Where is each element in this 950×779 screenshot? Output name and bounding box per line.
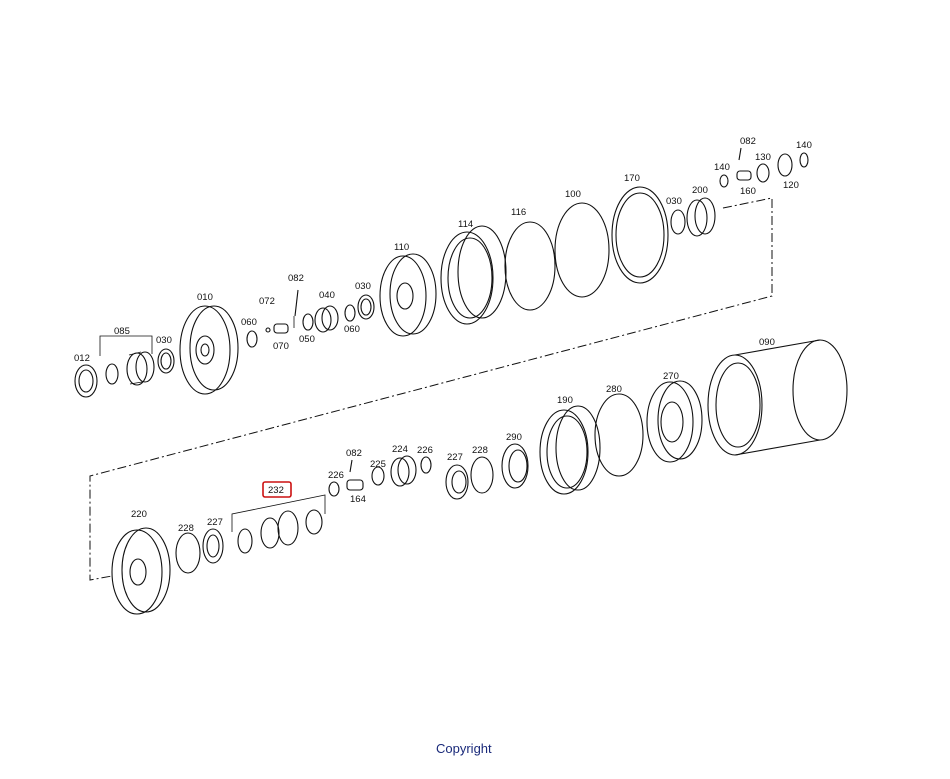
part-030-b[interactable] [357, 294, 375, 320]
label-030: 030 [355, 281, 371, 292]
part-labels: 012 085 030 010 060 072 070 082 050 040 … [74, 136, 812, 534]
part-060-a[interactable] [246, 330, 258, 348]
part-085[interactable] [105, 351, 155, 386]
part-082-c[interactable] [349, 459, 353, 473]
label-164: 164 [350, 494, 366, 505]
label-160: 160 [740, 186, 756, 197]
part-082-b[interactable] [738, 147, 742, 161]
part-200[interactable] [686, 197, 716, 237]
part-170[interactable] [611, 186, 669, 284]
label-085: 085 [114, 326, 130, 337]
label-060: 060 [344, 324, 360, 335]
label-120: 120 [783, 180, 799, 191]
part-220[interactable] [111, 527, 171, 615]
label-190: 190 [557, 395, 573, 406]
part-050[interactable] [302, 313, 314, 331]
label-090: 090 [759, 337, 775, 348]
label-082: 082 [740, 136, 756, 147]
label-030: 030 [156, 335, 172, 346]
copyright-link[interactable]: Copyright [436, 741, 492, 756]
part-030-c[interactable] [670, 209, 686, 235]
label-012: 012 [74, 353, 90, 364]
part-120[interactable] [777, 153, 793, 177]
part-227-a[interactable] [202, 528, 224, 564]
part-140-b[interactable] [799, 152, 809, 168]
part-226-b[interactable] [420, 456, 432, 474]
part-224[interactable] [390, 455, 417, 487]
part-228-b[interactable] [470, 456, 494, 494]
part-226-a[interactable] [328, 481, 340, 497]
label-227: 227 [207, 517, 223, 528]
label-228: 228 [178, 523, 194, 534]
part-227-b[interactable] [445, 464, 469, 500]
part-164[interactable] [346, 479, 364, 491]
part-110[interactable] [379, 253, 437, 337]
part-140-a[interactable] [719, 174, 729, 188]
label-010: 010 [197, 292, 213, 303]
part-060-b[interactable] [344, 304, 356, 322]
label-114: 114 [458, 219, 473, 230]
part-232[interactable] [237, 509, 323, 554]
part-070[interactable] [273, 323, 289, 334]
label-290: 290 [506, 432, 522, 443]
label-200: 200 [692, 185, 708, 196]
part-040[interactable] [314, 305, 339, 333]
label-226: 226 [417, 445, 433, 456]
label-226: 226 [328, 470, 344, 481]
part-116[interactable] [504, 221, 556, 311]
part-225[interactable] [371, 466, 385, 486]
part-190[interactable] [539, 405, 601, 495]
part-030-a[interactable] [157, 348, 175, 374]
label-072: 072 [259, 296, 275, 307]
label-082: 082 [288, 273, 304, 284]
label-060: 060 [241, 317, 257, 328]
label-232[interactable]: 232 [268, 485, 284, 496]
part-280[interactable] [594, 393, 644, 477]
label-280: 280 [606, 384, 622, 395]
label-130: 130 [755, 152, 771, 163]
label-225: 225 [370, 459, 386, 470]
label-170: 170 [624, 173, 640, 184]
part-012[interactable] [74, 364, 98, 398]
label-082: 082 [346, 448, 362, 459]
label-100: 100 [565, 189, 581, 200]
part-114[interactable] [440, 225, 507, 325]
label-040: 040 [319, 290, 335, 301]
part-160[interactable] [736, 170, 752, 181]
label-140: 140 [714, 162, 730, 173]
part-130[interactable] [756, 163, 770, 183]
label-270: 270 [663, 371, 679, 382]
label-140: 140 [796, 140, 812, 151]
label-228: 228 [472, 445, 488, 456]
part-082-a[interactable] [293, 289, 299, 328]
label-227: 227 [447, 452, 463, 463]
label-030: 030 [666, 196, 682, 207]
assembly-connector-line [89, 197, 773, 581]
label-224: 224 [392, 444, 408, 455]
part-270[interactable] [646, 380, 703, 463]
label-050: 050 [299, 334, 315, 345]
label-116: 116 [511, 207, 526, 218]
part-010[interactable] [179, 305, 239, 395]
label-220: 220 [131, 509, 147, 520]
part-090[interactable] [707, 339, 848, 456]
label-070: 070 [273, 341, 289, 352]
part-290[interactable] [501, 443, 529, 489]
label-110: 110 [394, 242, 409, 253]
highlight-box-232 [262, 481, 292, 498]
part-228-a[interactable] [175, 532, 201, 574]
part-072[interactable] [265, 327, 271, 333]
part-100[interactable] [554, 202, 610, 298]
